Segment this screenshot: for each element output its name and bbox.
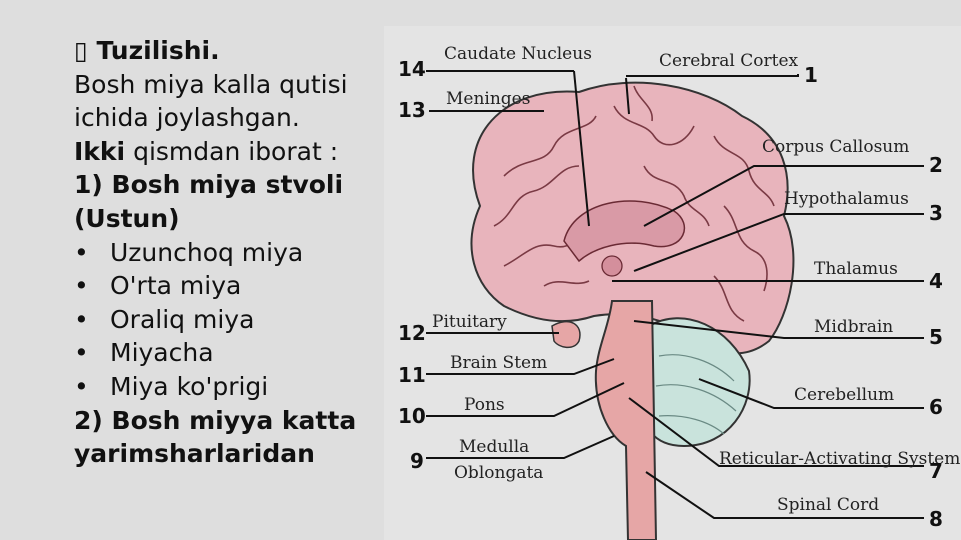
bullet-list: Uzunchoq miya O'rta miya Oraliq miya Miy… — [74, 236, 384, 404]
label-num-6: 6 — [929, 395, 943, 419]
label-num-12: 12 — [398, 321, 426, 345]
label-pituitary: Pituitary — [432, 312, 507, 332]
bullet-item: Miya ko'prigi — [74, 370, 384, 404]
section-2-title: 2) Bosh miyya katta yarimsharlaridan — [74, 405, 357, 469]
text-column: ▯ Tuzilishi. Bosh miya kalla qutisi ichi… — [74, 34, 384, 471]
label-num-11: 11 — [398, 363, 426, 387]
label-num-3: 3 — [929, 201, 943, 225]
diagram-labels: Caudate Nucleus 14 Meninges 13 Cerebral … — [398, 44, 960, 531]
label-midbrain: Midbrain — [814, 317, 893, 337]
label-num-4: 4 — [929, 269, 943, 293]
label-num-10: 10 — [398, 404, 426, 428]
brain-diagram: Caudate Nucleus 14 Meninges 13 Cerebral … — [384, 26, 961, 540]
bullet-item: O'rta miya — [74, 269, 384, 303]
label-hypothalamus: Hypothalamus — [784, 189, 909, 209]
label-reticular-activating-system: Reticular-Activating System — [719, 449, 960, 469]
label-cerebellum: Cerebellum — [794, 385, 894, 405]
label-num-2: 2 — [929, 153, 943, 177]
label-meninges: Meninges — [446, 89, 530, 109]
leader-lines — [426, 70, 924, 519]
label-caudate-nucleus: Caudate Nucleus — [444, 44, 592, 64]
slide-heading: ▯ Tuzilishi. — [74, 36, 220, 65]
pituitary-shape — [551, 320, 581, 349]
corpus-callosum-shape — [563, 200, 685, 263]
label-corpus-callosum: Corpus Callosum — [762, 137, 909, 157]
label-num-9: 9 — [410, 449, 424, 473]
bullet-item: Miyacha — [74, 336, 384, 370]
label-num-7: 7 — [929, 459, 943, 483]
label-thalamus: Thalamus — [814, 259, 898, 279]
label-spinal-cord: Spinal Cord — [777, 495, 879, 515]
thalamus-shape — [601, 255, 623, 277]
bullet-item: Uzunchoq miya — [74, 236, 384, 270]
parts-line: Ikki qismdan iborat : — [74, 135, 384, 169]
label-num-5: 5 — [929, 325, 943, 349]
label-pons: Pons — [464, 395, 505, 415]
parts-rest: qismdan iborat : — [125, 136, 339, 166]
label-num-8: 8 — [929, 507, 943, 531]
label-num-1: 1 — [804, 63, 818, 87]
intro-text: Bosh miya kalla qutisi ichida joylashgan… — [74, 69, 348, 133]
label-medulla: Medulla — [459, 437, 529, 457]
section-1-title: 1) Bosh miya stvoli (Ustun) — [74, 170, 344, 233]
brain-diagram-svg: Caudate Nucleus 14 Meninges 13 Cerebral … — [398, 44, 960, 540]
parts-bold: Ikki — [74, 136, 126, 166]
label-oblongata: Oblongata — [454, 463, 543, 483]
label-brain-stem: Brain Stem — [450, 353, 547, 373]
label-num-14: 14 — [398, 57, 426, 81]
label-cerebral-cortex: Cerebral Cortex — [659, 51, 799, 71]
label-num-13: 13 — [398, 98, 426, 122]
brain-stem-shape — [594, 300, 658, 540]
bullet-item: Oraliq miya — [74, 303, 384, 337]
square-bullet-icon: ▯ — [74, 36, 97, 65]
